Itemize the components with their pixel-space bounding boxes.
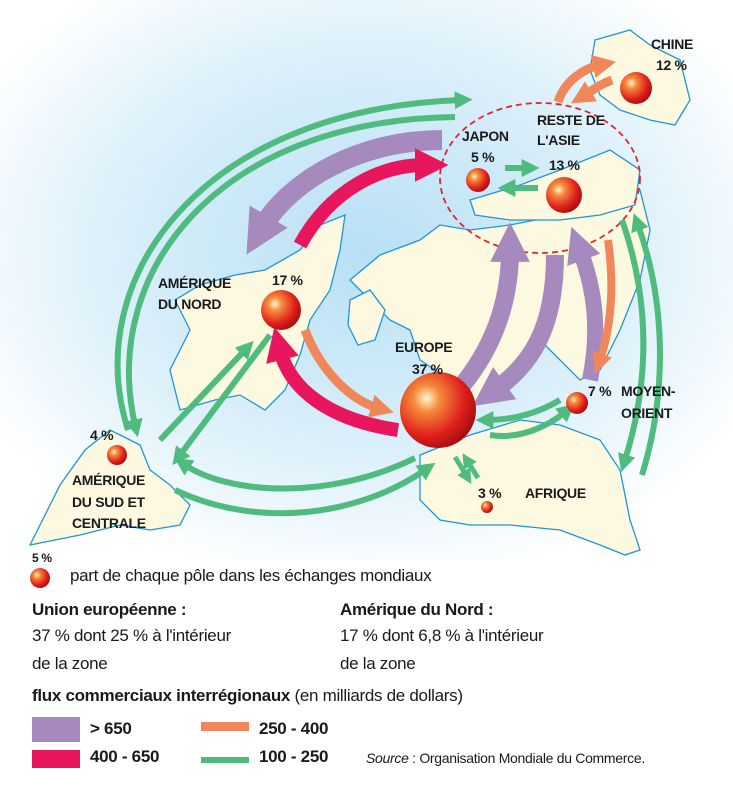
label-chine: CHINE — [651, 36, 693, 52]
flow-afrique-to-europe — [462, 453, 481, 480]
flow-asie-to-moyen-orient — [592, 239, 616, 374]
sphere-moyen-orient — [566, 392, 588, 414]
flow-europe-to-north-america — [266, 327, 400, 437]
label-chine-share: 12 % — [656, 57, 688, 73]
flow-north-america-to-south-america — [172, 333, 273, 466]
label-europe: EUROPE — [395, 339, 452, 355]
sphere-chine — [620, 72, 652, 104]
label-europe-share: 37 % — [412, 361, 444, 377]
label-moyen-orient-2: ORIENT — [621, 405, 673, 421]
label-amerique-nord-1: AMÉRIQUE — [158, 275, 231, 291]
flow-south-america-to-japon — [114, 91, 473, 431]
label-amerique-sud-3: CENTRALE — [72, 515, 146, 531]
sphere-amerique-sud — [107, 445, 127, 465]
label-afrique-share: 3 % — [478, 485, 502, 501]
pole-labels: CHINE 12 % RESTE DE L'ASIE 13 % JAPON 5 … — [72, 36, 693, 531]
label-reste-asie-2: L'ASIE — [537, 132, 580, 148]
flow-japon-to-south-america — [125, 114, 456, 438]
label-japon-share: 5 % — [471, 149, 495, 165]
label-moyen-orient-share: 7 % — [588, 383, 612, 399]
sphere-afrique — [481, 501, 493, 513]
label-amerique-sud-2: DU SUD ET — [72, 494, 145, 510]
label-amerique-nord-share: 17 % — [272, 272, 304, 288]
flow-asie-to-afrique — [618, 219, 647, 473]
flow-asie-to-europe — [472, 254, 564, 407]
label-reste-asie-share: 13 % — [549, 157, 581, 173]
flow-europe-to-moyen-orient — [489, 403, 575, 439]
flow-europe-to-afrique — [452, 455, 472, 484]
label-reste-asie-1: RESTE DE — [537, 112, 605, 128]
flow-south-america-to-europe — [173, 462, 436, 517]
flow-north-america-to-europe — [300, 328, 394, 418]
flow-south-america-to-north-america — [157, 340, 254, 443]
legend-sphere-example: 5 % — [32, 551, 52, 565]
label-amerique-sud-share: 4 % — [90, 427, 114, 443]
label-amerique-nord-2: DU NORD — [158, 296, 221, 312]
trade-flows — [114, 54, 663, 517]
flow-moyen-orient-to-europe — [475, 397, 562, 429]
label-japon: JAPON — [462, 128, 509, 144]
sphere-europe — [400, 372, 476, 448]
label-afrique: AFRIQUE — [525, 485, 586, 501]
flow-europe-to-south-america — [174, 455, 417, 492]
land-south-america — [28, 429, 191, 546]
flow-chine-to-asie — [570, 75, 614, 104]
label-amerique-sud-1: AMÉRIQUE — [72, 472, 145, 488]
flow-north-america-to-japon — [293, 148, 449, 249]
flow-afrique-to-asie — [631, 213, 663, 476]
label-moyen-orient-1: MOYEN- — [621, 383, 676, 399]
flow-asie-to-chine — [553, 54, 617, 104]
land-north-america — [169, 213, 346, 411]
pole-spheres — [107, 72, 652, 513]
sphere-amerique-nord — [261, 290, 301, 330]
flow-japon-to-north-america — [246, 130, 443, 255]
sphere-japon — [466, 168, 490, 192]
legend-sphere-icon — [30, 568, 50, 588]
sphere-reste-asie — [546, 177, 582, 213]
land-greenland — [347, 289, 386, 346]
